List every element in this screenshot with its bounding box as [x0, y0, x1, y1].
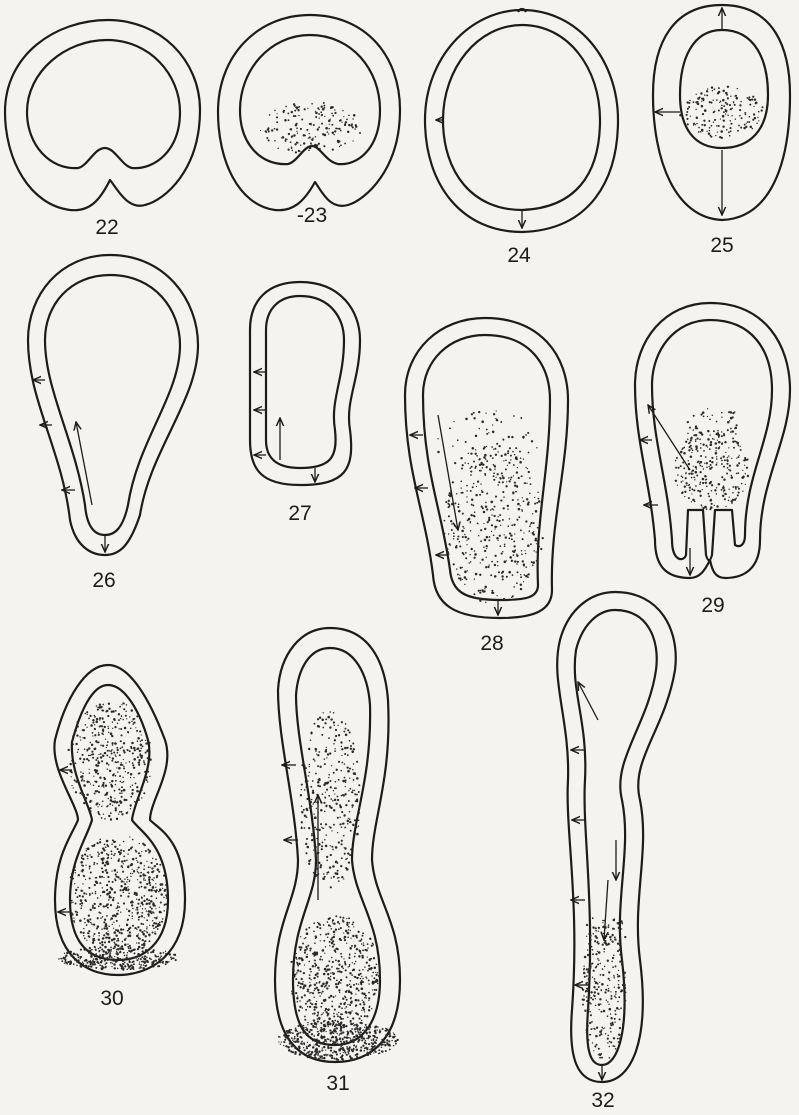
stipple-31-rim: [278, 1020, 399, 1061]
stipple-25: [679, 86, 763, 139]
figure-label-28: 28: [480, 632, 503, 655]
figure-label-25: 25: [710, 234, 733, 257]
figure-label-31: 31: [326, 1072, 349, 1095]
figure-label-26: 26: [92, 569, 115, 592]
stipple-30-top: [67, 702, 151, 820]
stipple-23: [260, 102, 361, 153]
stipple-28-upper: [437, 410, 537, 470]
figure-label-27: 27: [288, 502, 311, 525]
figure-label-29: 29: [701, 594, 724, 617]
stipple-30-bottom: [69, 836, 167, 954]
figure-label-24: 24: [507, 244, 531, 267]
stipple-30-rim: [58, 945, 177, 970]
stipple-28: [444, 445, 544, 603]
figure-30: 30: [54, 665, 185, 1010]
figure-31: 31: [275, 628, 400, 1095]
figure-label-32: 32: [591, 1089, 614, 1112]
figure-label-23: -23: [297, 204, 327, 227]
figure-label-22: 22: [95, 216, 118, 239]
figure-label-30: 30: [100, 987, 123, 1010]
figure-32: 32: [557, 592, 676, 1112]
figure-23: -23: [218, 15, 400, 227]
figure-25: 25: [653, 5, 790, 257]
stipple-31-bottom: [290, 915, 380, 1034]
figure-22: 22: [5, 20, 200, 239]
figure-26: 26: [28, 255, 198, 592]
figure-24: 24: [425, 9, 618, 267]
figure-27: 27: [250, 282, 360, 525]
figure-28: 28: [405, 318, 568, 655]
figure-29: 29: [635, 303, 790, 617]
